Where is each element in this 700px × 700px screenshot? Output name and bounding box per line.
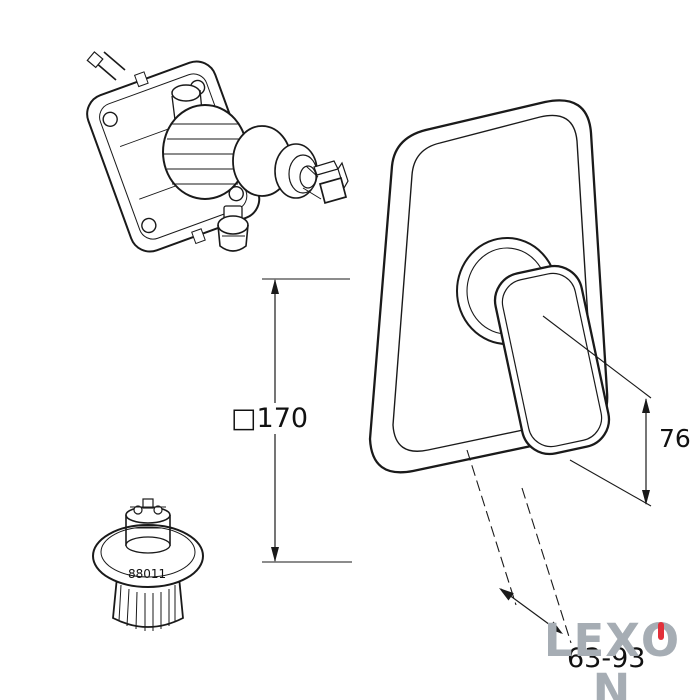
part-number-label: 88011	[128, 567, 167, 581]
logo-letter-o: O	[640, 614, 681, 667]
arrowhead-up	[642, 398, 650, 413]
valve-body-drawing	[86, 51, 349, 253]
cartridge	[232, 125, 318, 199]
lever-handle	[493, 264, 611, 456]
dimension-label-depth-range: 63-93	[567, 643, 646, 674]
fixing-screws	[86, 51, 126, 81]
arrowhead-lower-right	[548, 621, 563, 634]
flange-plate-inner	[100, 526, 196, 578]
arrowhead-upper-left	[499, 588, 514, 601]
extension-line	[542, 315, 652, 399]
arrowhead-down	[642, 490, 650, 505]
reference-line-wall-plane	[521, 487, 572, 644]
screw-hole	[102, 111, 118, 128]
logo-text-suffix: N	[592, 663, 632, 700]
logo-o-accent-bar	[657, 622, 664, 640]
dimension-label-handle-length: 76	[656, 424, 694, 453]
flange-plate	[92, 524, 204, 588]
arrowhead-up	[271, 279, 279, 294]
logo-text-prefix: LEX	[543, 614, 641, 667]
ribbed-base	[112, 576, 184, 631]
cartridge-head	[125, 498, 171, 554]
bottom-plug	[217, 205, 249, 252]
arrowhead-down	[271, 547, 279, 562]
faceplate-drawing	[368, 99, 611, 474]
extension-line	[569, 459, 652, 507]
spindle	[302, 160, 349, 205]
dimension-label-plate-size: □170	[228, 403, 312, 434]
dimension-handle-length	[542, 315, 652, 507]
dimension-depth-range	[466, 449, 572, 644]
reference-line-plate-plane	[466, 449, 517, 606]
part-88011-drawing	[92, 498, 204, 631]
screw-hole	[141, 217, 157, 234]
